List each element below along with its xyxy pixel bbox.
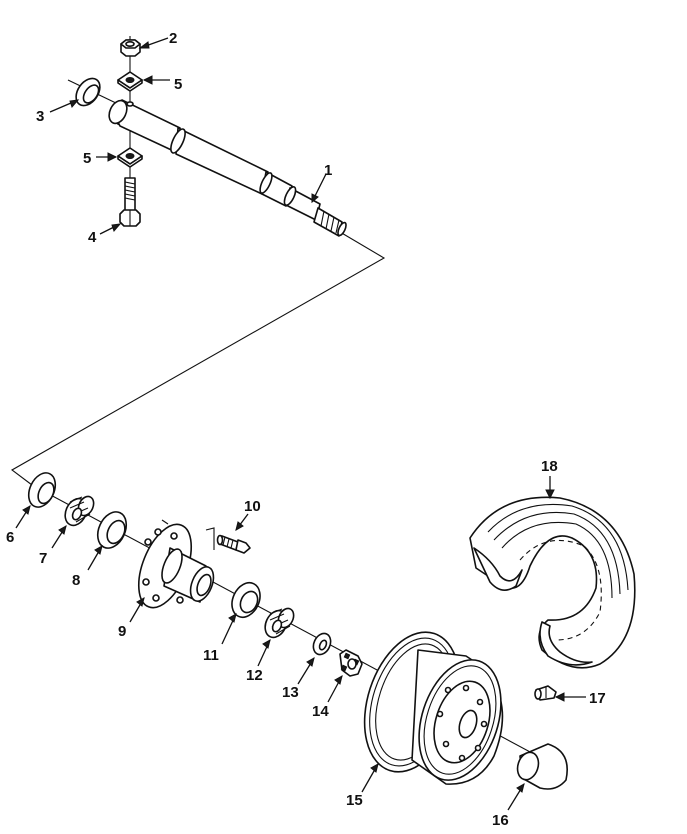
spindle-shaft bbox=[108, 99, 347, 237]
leader-lines bbox=[15, 37, 586, 811]
seal-ring bbox=[75, 77, 101, 107]
callout-6: 6 bbox=[6, 529, 14, 546]
lock-washer-top bbox=[117, 71, 143, 92]
wheel-rim bbox=[363, 631, 504, 785]
wheel-bolt bbox=[216, 534, 251, 554]
callout-5-top: 5 bbox=[174, 76, 182, 93]
callout-16: 16 bbox=[492, 812, 509, 829]
spindle-centerline bbox=[10, 36, 386, 486]
wheel-hub bbox=[137, 519, 215, 609]
nut bbox=[120, 39, 141, 57]
callout-3: 3 bbox=[36, 108, 44, 125]
valve-stem bbox=[534, 685, 557, 701]
flat-washer bbox=[312, 632, 332, 656]
tire bbox=[469, 496, 636, 669]
callout-8: 8 bbox=[72, 572, 80, 589]
castle-nut bbox=[339, 649, 363, 677]
callout-2: 2 bbox=[169, 30, 177, 47]
callout-10: 10 bbox=[244, 498, 261, 515]
callout-9: 9 bbox=[118, 623, 126, 640]
bearing-cup-hub bbox=[231, 581, 261, 619]
bearing-cone-hub bbox=[264, 607, 295, 639]
bearing-cone-outer bbox=[64, 495, 95, 527]
callout-4: 4 bbox=[88, 229, 97, 246]
hub-cap bbox=[516, 743, 568, 790]
lock-washer-bottom bbox=[117, 147, 143, 168]
callout-7: 7 bbox=[39, 550, 47, 567]
callout-14: 14 bbox=[312, 703, 329, 720]
callout-labels: 2 5 3 5 4 1 6 7 8 9 10 11 12 13 14 15 16… bbox=[6, 30, 606, 829]
callout-17: 17 bbox=[589, 690, 606, 707]
bolt bbox=[119, 177, 141, 227]
callout-15: 15 bbox=[346, 792, 363, 809]
bearing-cup-outer bbox=[27, 472, 57, 508]
callout-5-bottom: 5 bbox=[83, 150, 91, 167]
callout-1: 1 bbox=[324, 162, 332, 179]
callout-18: 18 bbox=[541, 458, 558, 475]
bearing-cup-inner bbox=[96, 511, 128, 549]
callout-11: 11 bbox=[203, 647, 219, 664]
callout-12: 12 bbox=[246, 667, 263, 684]
callout-13: 13 bbox=[282, 684, 299, 701]
